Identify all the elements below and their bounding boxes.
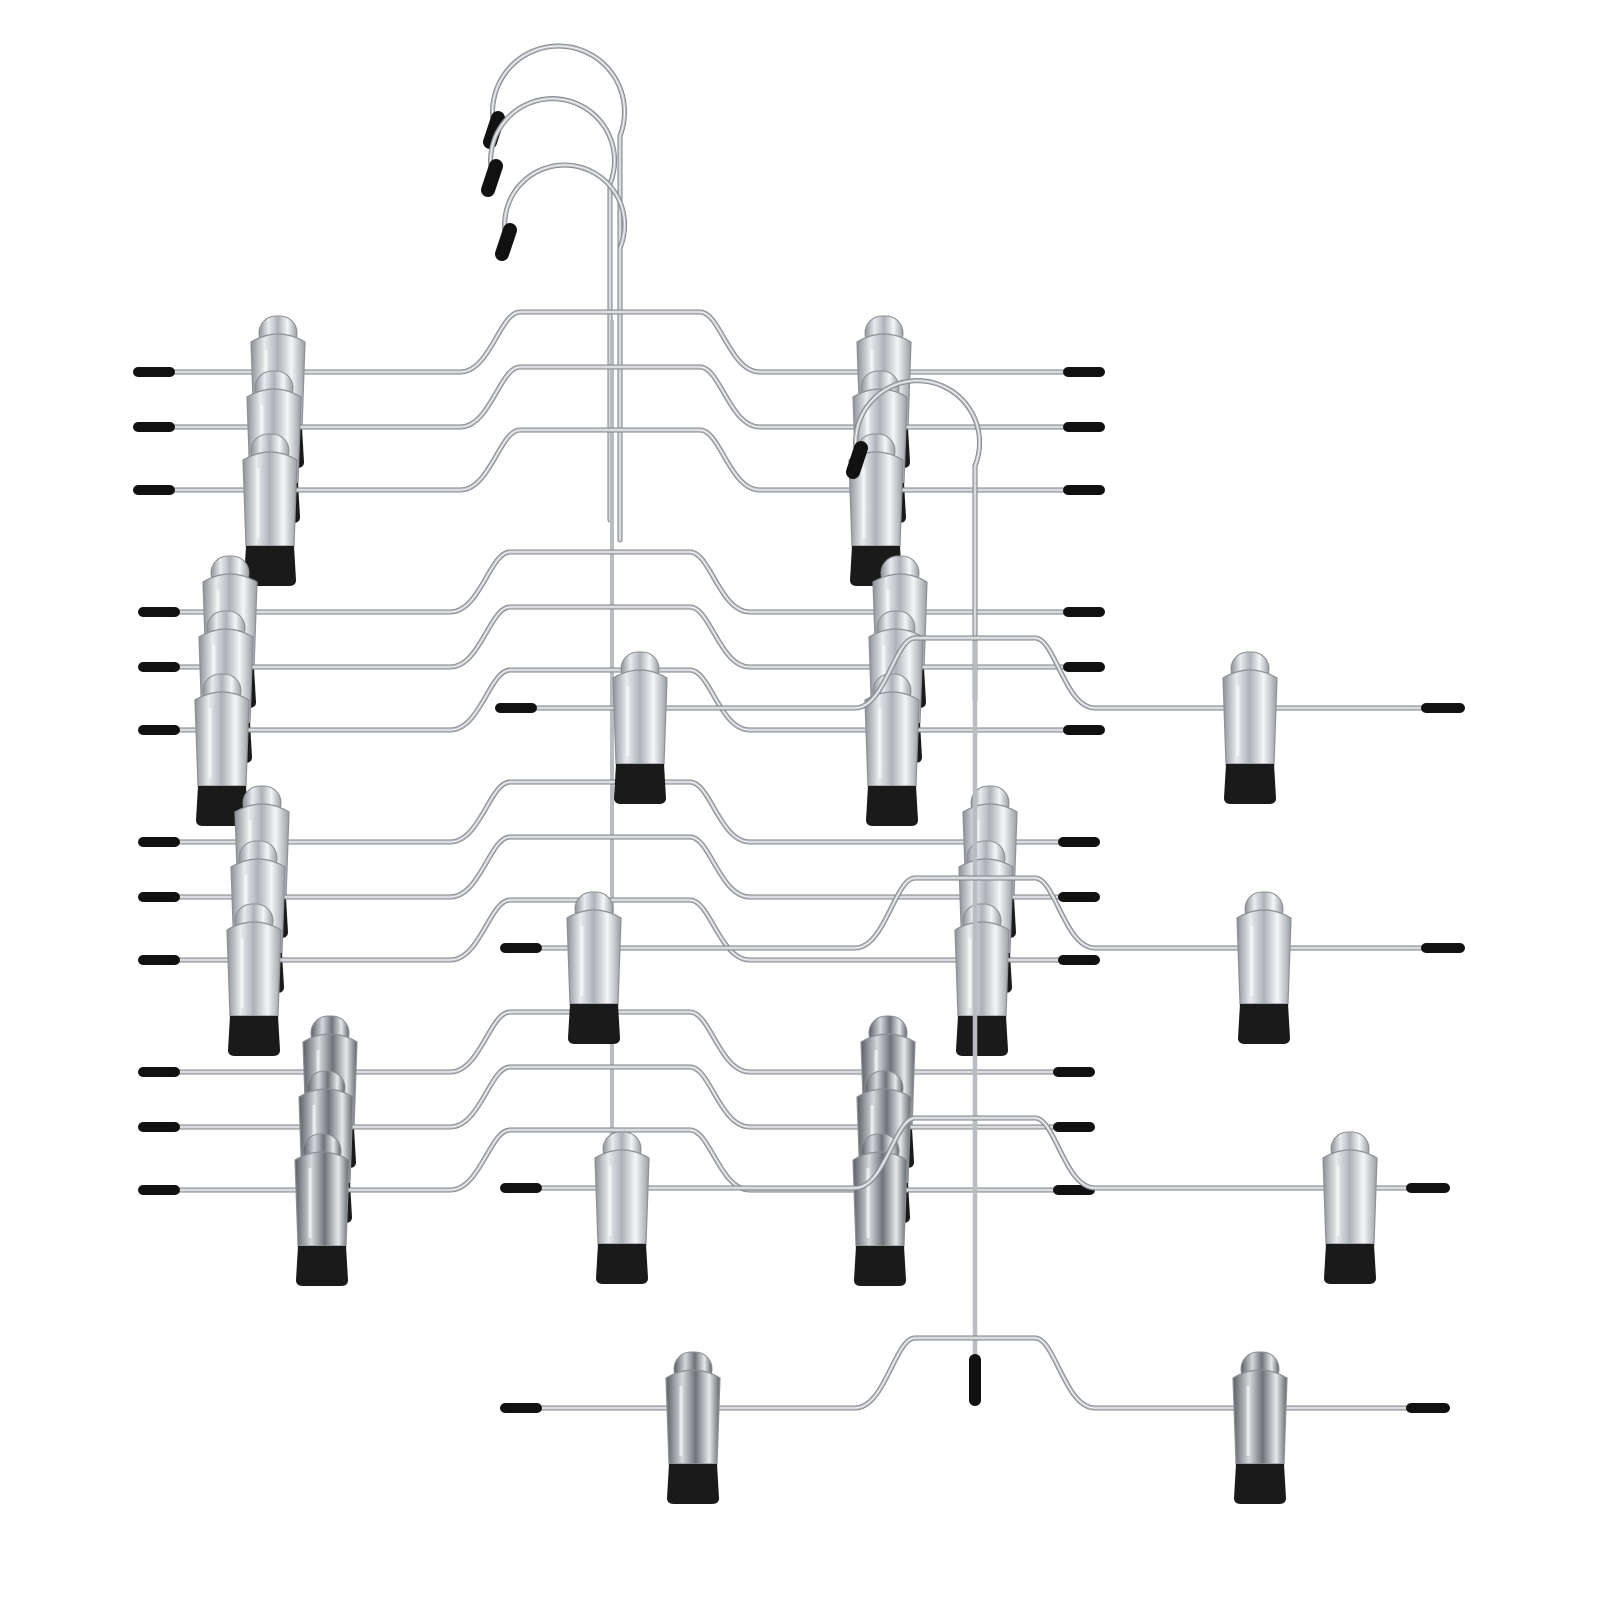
clip-pad: [244, 546, 296, 586]
tier-1-bar: [137, 427, 1103, 493]
tier-4-bar: [142, 1064, 1093, 1130]
clip-pad: [296, 1246, 348, 1286]
tier-3-bar: [142, 834, 1098, 900]
clip-pad: [228, 1016, 280, 1056]
clip-icon: [1222, 651, 1278, 804]
tier-1-bar: [137, 364, 1103, 430]
clip-icon: [954, 903, 1010, 1056]
clip-pad: [1238, 1004, 1290, 1044]
hook-tip-icon: [495, 223, 517, 261]
clip-pad: [614, 764, 666, 804]
tier-2-bar: [142, 604, 1103, 670]
hanger-back: [133, 43, 1105, 1286]
clip-pad: [854, 1246, 906, 1286]
clip-icon: [1236, 891, 1292, 1044]
hook-icon: [481, 96, 618, 523]
clip-icon: [1322, 1131, 1378, 1284]
hook-icon: [495, 162, 628, 543]
tier-3-bar: [142, 779, 1098, 845]
clip-pad: [1234, 1464, 1286, 1504]
clip-pad: [596, 1244, 648, 1284]
clip-pad: [1224, 764, 1276, 804]
front-tier-2-bar: [502, 875, 1463, 951]
clip-pad: [956, 1016, 1008, 1056]
clip-icon: [612, 651, 668, 804]
tier-4-bar: [142, 1127, 1093, 1193]
clip-icon: [864, 673, 920, 826]
front-tier-1-bar: [497, 635, 1463, 711]
clip-icon: [294, 1133, 350, 1286]
clip-pad: [1324, 1244, 1376, 1284]
clip-pad: [568, 1004, 620, 1044]
clip-icon: [1232, 1351, 1288, 1504]
tier-2-bar: [142, 667, 1103, 733]
hanger-front: [495, 378, 1465, 1504]
hook-icon: [846, 378, 983, 703]
clip-icon: [852, 1133, 908, 1286]
hook-tip-icon: [481, 159, 503, 197]
clip-pad: [866, 786, 918, 826]
front-tier-3-bar: [502, 1115, 1448, 1191]
hook-tip-icon: [846, 441, 868, 479]
clip-icon: [242, 433, 298, 586]
clip-icon: [194, 673, 250, 826]
hook-icon: [483, 43, 627, 503]
tier-2-bar: [142, 549, 1103, 615]
clip-icon: [594, 1131, 650, 1284]
clip-pad: [667, 1464, 719, 1504]
clip-icon: [566, 891, 622, 1044]
hook-tip-icon: [483, 111, 505, 149]
clip-icon: [665, 1351, 721, 1504]
tier-1-bar: [137, 309, 1103, 375]
front-tier-4-bar: [502, 1335, 1448, 1411]
clip-icon: [848, 433, 904, 586]
clip-icon: [226, 903, 282, 1056]
